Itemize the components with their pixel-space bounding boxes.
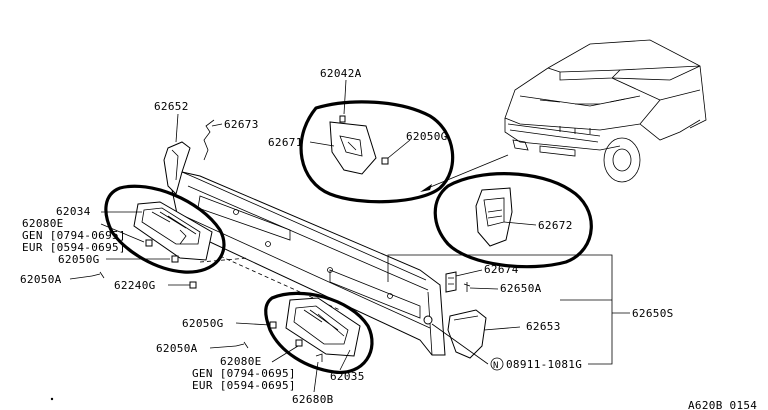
- label-62671: 62671: [268, 136, 303, 149]
- label-62674: 62674: [484, 263, 519, 276]
- label-62080E-left: 62080E: [22, 217, 64, 230]
- screw-62650A: [463, 282, 471, 292]
- label-62050A-mid: 62050A: [156, 342, 198, 355]
- stray-dot: [50, 397, 54, 401]
- clip-62080E-left: [145, 239, 153, 247]
- highlight-circle-top: [299, 100, 455, 204]
- screw-62050A-left: [91, 271, 105, 279]
- part-labels: 62042A 62652 62673 62671 62050G 62034 62…: [20, 67, 757, 410]
- label-08911-1081G: 08911-1081G: [506, 358, 582, 371]
- leader-lines: [69, 79, 630, 393]
- label-gen-left: GEN [0794-0695]: [22, 229, 126, 242]
- n-symbol-circle: [490, 357, 504, 371]
- clip-62050G-mid: [269, 321, 277, 329]
- label-62650S: 62650S: [632, 307, 674, 320]
- label-62050G-mid: 62050G: [182, 317, 224, 330]
- label-62050G-left: 62050G: [58, 253, 100, 266]
- screw-62050A-mid: [235, 341, 249, 349]
- label-62652: 62652: [154, 100, 189, 113]
- label-62680B: 62680B: [292, 393, 334, 406]
- label-62672: 62672: [538, 219, 573, 232]
- bumper-end-cap-right: [447, 309, 487, 359]
- strip-62673: [203, 119, 215, 161]
- label-eur-mid: EUR [0594-0695]: [192, 379, 296, 392]
- bolt-08911: [423, 315, 433, 325]
- highlight-circles: [104, 100, 593, 374]
- label-62035: 62035: [330, 370, 365, 383]
- bracket-62671: [329, 115, 389, 175]
- truck-illustration: [504, 39, 707, 183]
- clip-62050G-left: [171, 255, 179, 263]
- bracket-62034: [133, 201, 213, 261]
- bracket-62672: [475, 187, 513, 247]
- label-gen-mid: GEN [0794-0695]: [192, 367, 296, 380]
- bracket-62674: [445, 271, 457, 293]
- label-62034: 62034: [56, 205, 91, 218]
- highlight-circle-middle: [264, 291, 374, 374]
- front-bumper-assembly: [171, 171, 446, 356]
- label-62080E-mid: 62080E: [220, 355, 262, 368]
- label-62240G: 62240G: [114, 279, 156, 292]
- diagram-code: A620B 0154: [688, 399, 757, 410]
- bracket-62035: [285, 297, 361, 357]
- label-62050G-top: 62050G: [406, 130, 448, 143]
- label-62050A-left: 62050A: [20, 273, 62, 286]
- label-eur-left: EUR [0594-0695]: [22, 241, 126, 254]
- highlight-circle-right: [433, 172, 593, 269]
- clip-62080E-mid: [295, 339, 303, 347]
- label-62650A: 62650A: [500, 282, 542, 295]
- screw-62680B: [315, 353, 323, 362]
- pointer-arrowhead: [420, 184, 432, 192]
- clip-62240G: [189, 281, 197, 289]
- pointer-arrow-line: [427, 154, 509, 189]
- label-62653: 62653: [526, 320, 561, 333]
- label-62042A: 62042A: [320, 67, 362, 80]
- label-n-symbol: N: [493, 361, 499, 371]
- label-62673: 62673: [224, 118, 259, 131]
- highlight-circle-left: [104, 184, 226, 274]
